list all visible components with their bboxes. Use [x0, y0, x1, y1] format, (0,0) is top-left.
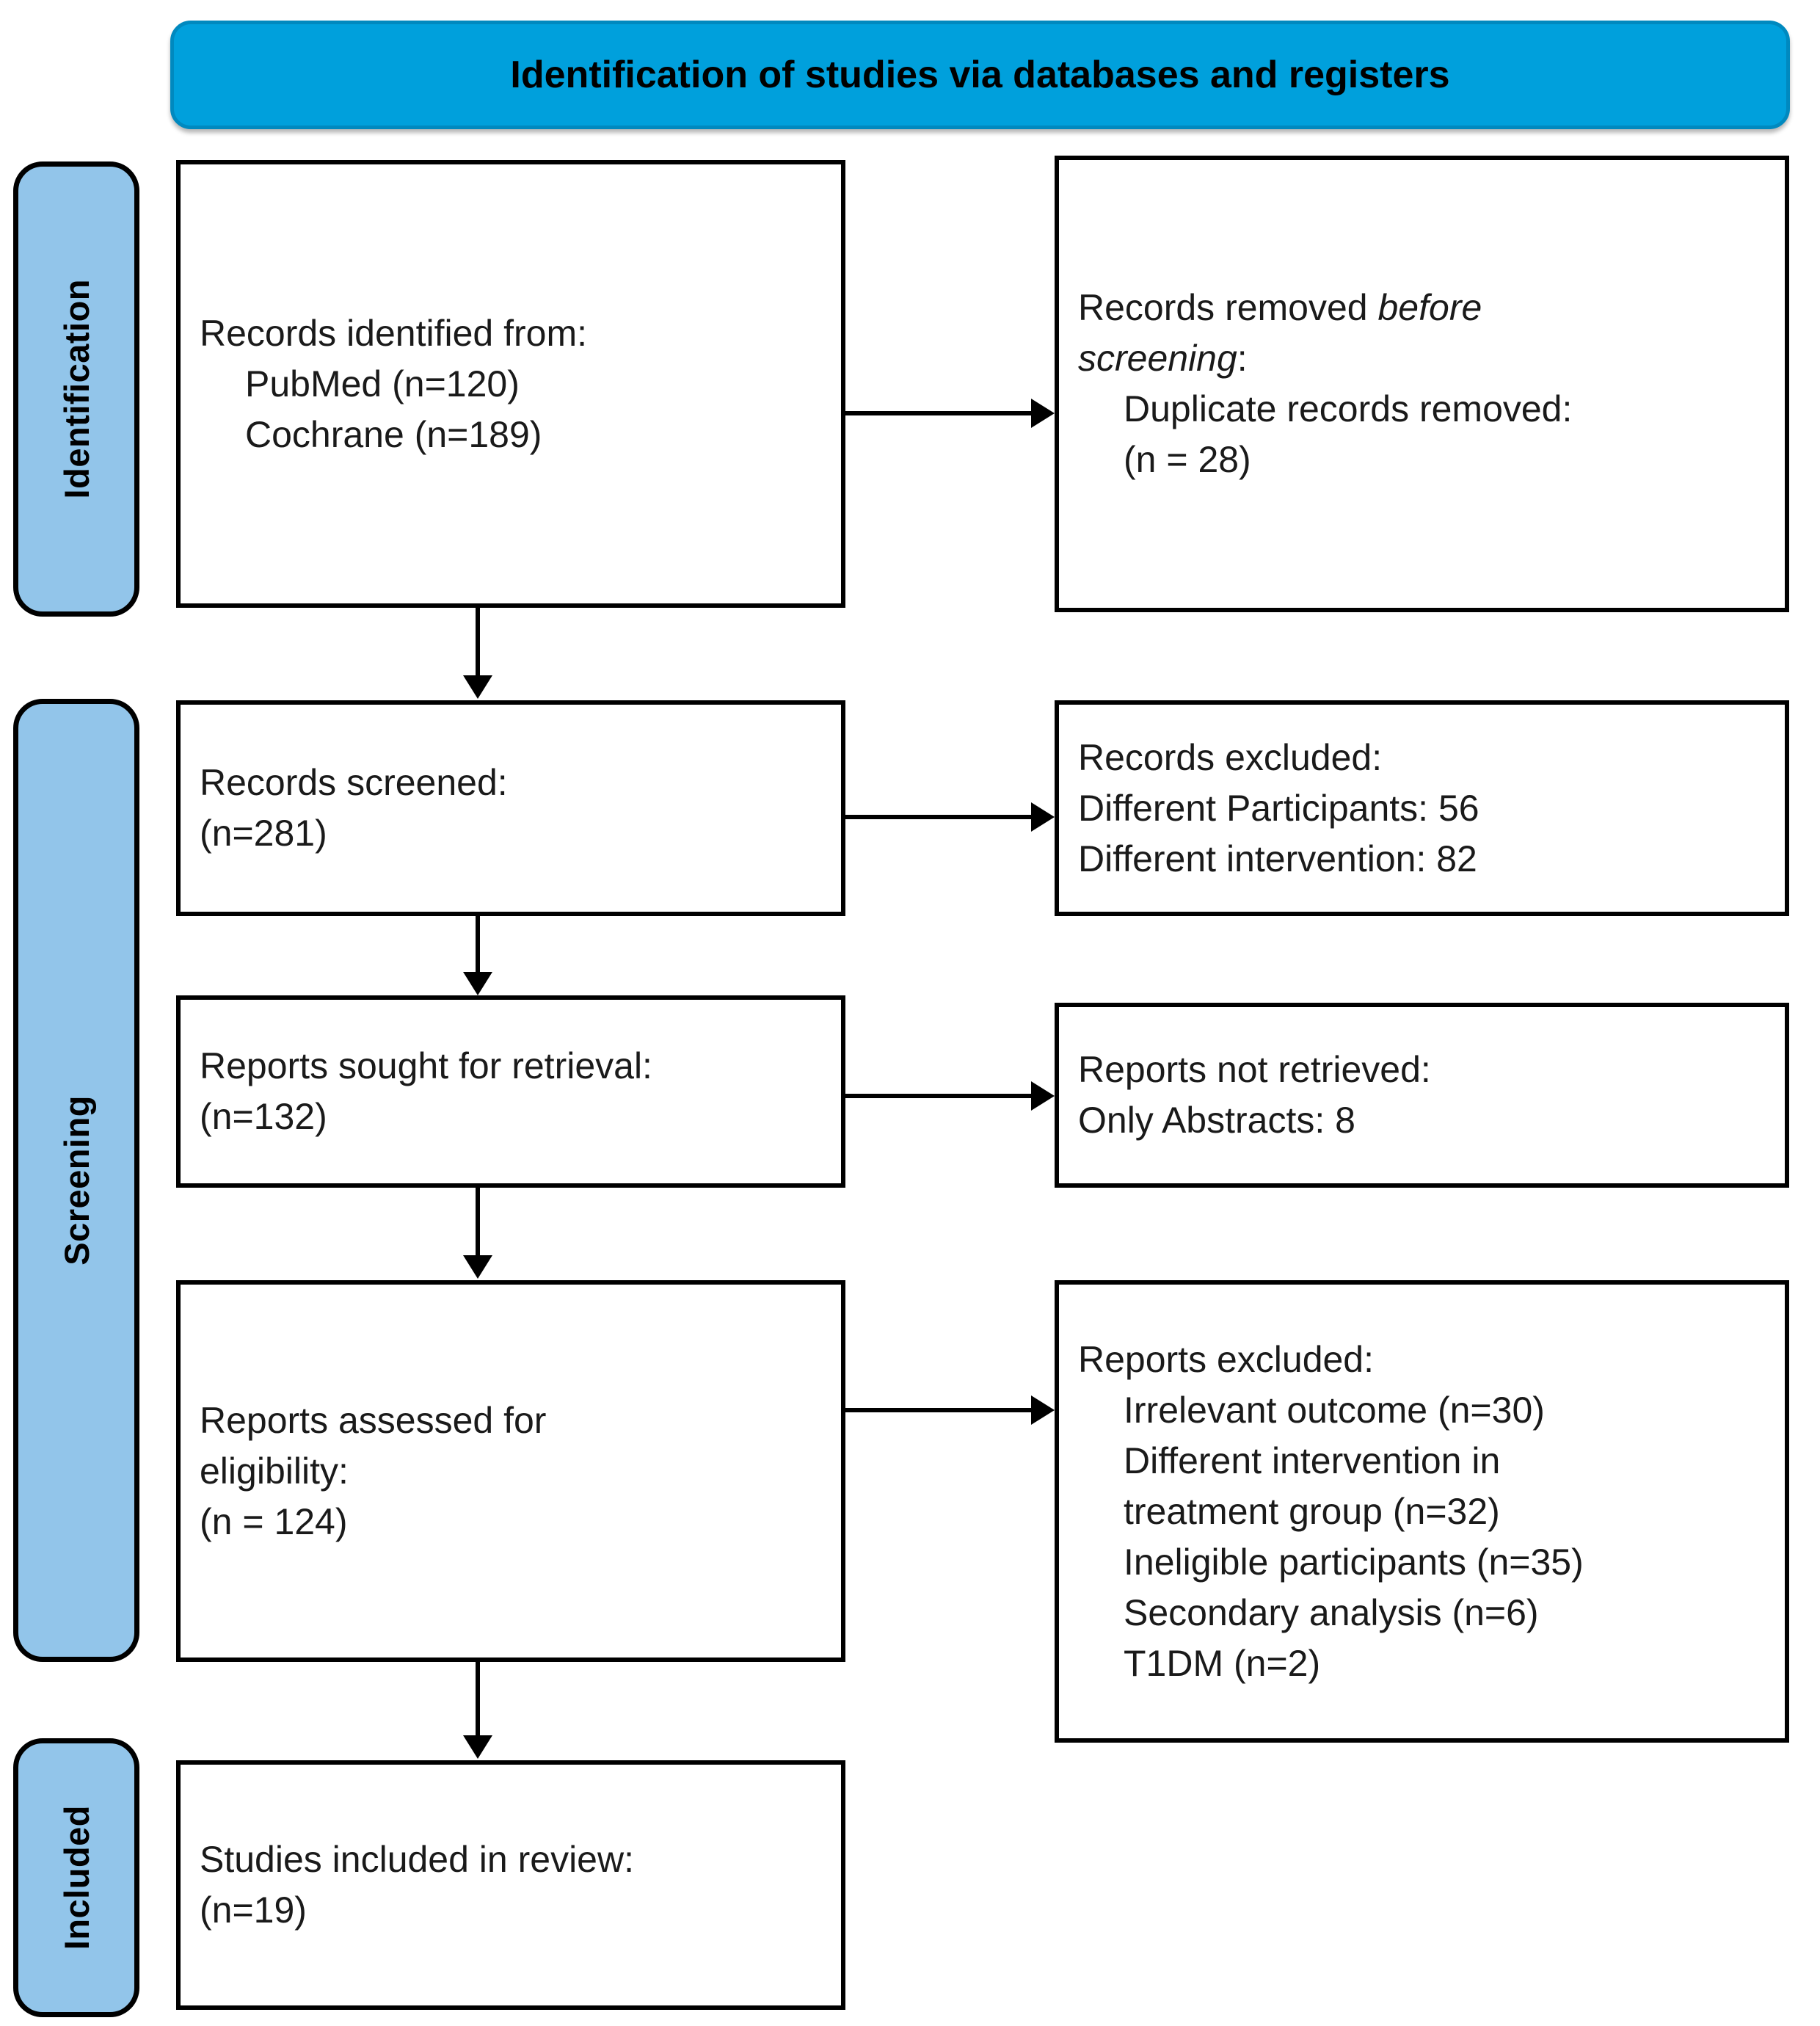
- stage-bar-identification: Identification: [13, 161, 139, 617]
- diagram-title: Identification of studies via databases …: [510, 54, 1450, 96]
- box-records-identified: Records identified from: PubMed (n=120) …: [176, 160, 845, 608]
- box-line: PubMed (n=120): [245, 363, 520, 404]
- box-line: Records excluded:: [1078, 736, 1383, 778]
- stage-label-identification: Identification: [57, 279, 96, 499]
- box-line: Ineligible participants (n=35): [1124, 1541, 1584, 1583]
- box-line: Reports sought for retrieval:: [200, 1045, 652, 1086]
- box-line: Studies included in review:: [200, 1839, 634, 1880]
- box-line: Reports not retrieved:: [1078, 1049, 1431, 1090]
- box-records-screened: Records screened: (n=281): [176, 700, 845, 916]
- stage-bar-screening: Screening: [13, 699, 139, 1662]
- box-reports-not-retrieved: Reports not retrieved: Only Abstracts: 8: [1055, 1003, 1789, 1188]
- box-line: Different intervention: 82: [1078, 838, 1477, 879]
- box-line: (n = 28): [1124, 439, 1251, 480]
- box-reports-excluded: Reports excluded: Irrelevant outcome (n=…: [1055, 1280, 1789, 1743]
- box-line: Records removed before: [1078, 283, 1766, 333]
- box-line: Records identified from:: [200, 312, 588, 354]
- box-line: Irrelevant outcome (n=30): [1124, 1389, 1545, 1431]
- box-line: Records screened:: [200, 762, 508, 803]
- stage-label-screening: Screening: [57, 1095, 96, 1266]
- box-line: Reports assessed for: [200, 1399, 547, 1441]
- box-line: (n = 124): [200, 1500, 348, 1542]
- box-line: Different Participants: 56: [1078, 787, 1479, 829]
- box-line: eligibility:: [200, 1450, 349, 1492]
- box-line: Cochrane (n=189): [245, 413, 542, 455]
- box-line: (n=281): [200, 813, 327, 854]
- box-reports-assessed: Reports assessed for eligibility: (n = 1…: [176, 1280, 845, 1662]
- box-line: Reports excluded:: [1078, 1338, 1375, 1380]
- box-line: T1DM (n=2): [1124, 1642, 1321, 1684]
- stage-label-included: Included: [57, 1805, 96, 1950]
- diagram-title-banner: Identification of studies via databases …: [170, 21, 1790, 129]
- box-line: screening:: [1078, 338, 1248, 379]
- box-line: Secondary analysis (n=6): [1124, 1591, 1539, 1633]
- box-line: (n=132): [200, 1096, 327, 1137]
- box-studies-included: Studies included in review: (n=19): [176, 1760, 845, 2010]
- box-line: Duplicate records removed:: [1124, 388, 1573, 429]
- box-line: (n=19): [200, 1889, 307, 1931]
- box-line: Different intervention in: [1124, 1439, 1501, 1481]
- box-records-excluded: Records excluded: Different Participants…: [1055, 700, 1789, 916]
- box-line: Only Abstracts: 8: [1078, 1100, 1355, 1141]
- box-line: treatment group (n=32): [1124, 1490, 1500, 1532]
- stage-bar-included: Included: [13, 1738, 139, 2017]
- box-line-text: Records removed before: [1078, 287, 1482, 328]
- box-records-removed-before-screening: Records removed before screening: Duplic…: [1055, 156, 1789, 612]
- box-reports-sought: Reports sought for retrieval: (n=132): [176, 995, 845, 1188]
